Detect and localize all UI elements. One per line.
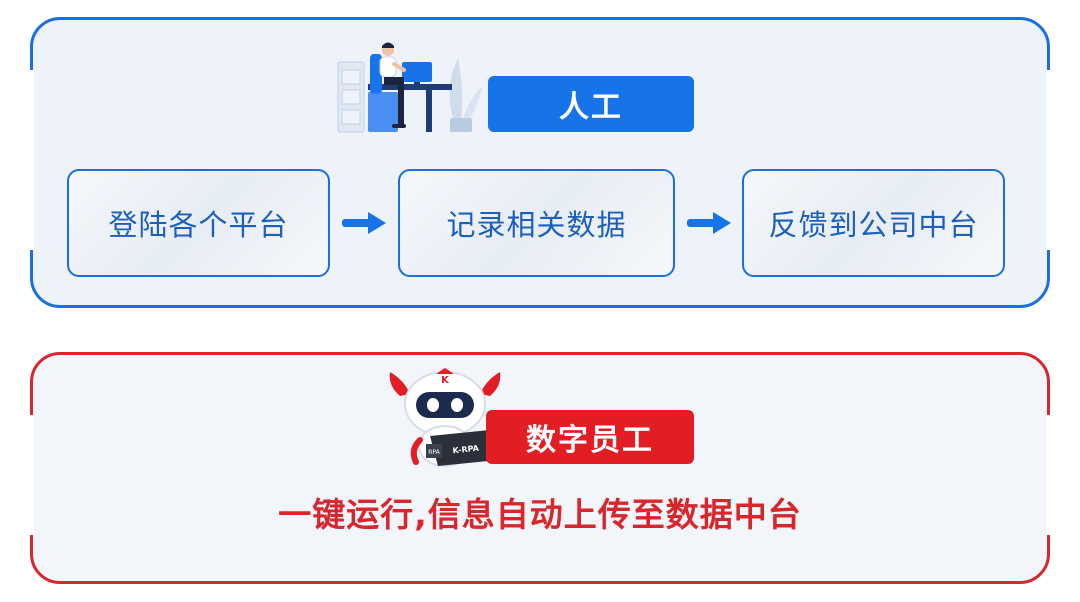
- digital-worker-label: 数字员工: [486, 410, 694, 464]
- digital-worker-description: 一键运行,信息自动上传至数据中台: [0, 488, 1080, 536]
- digital-worker-panel: [30, 352, 1050, 584]
- step-login-platforms: 登陆各个平台: [67, 169, 330, 277]
- step-record-data: 记录相关数据: [398, 169, 675, 277]
- robot-badge-text: K: [441, 375, 450, 386]
- frame-gap-right: [1046, 70, 1052, 250]
- arrow-right-icon: [687, 211, 731, 235]
- step-report-to-center: 反馈到公司中台: [742, 169, 1005, 277]
- frame-gap-left: [28, 70, 34, 250]
- arrow-right-icon: [342, 211, 386, 235]
- laptop-label-short: RPA: [428, 449, 440, 456]
- office-worker-icon: [334, 40, 484, 140]
- manual-label: 人工: [488, 76, 694, 132]
